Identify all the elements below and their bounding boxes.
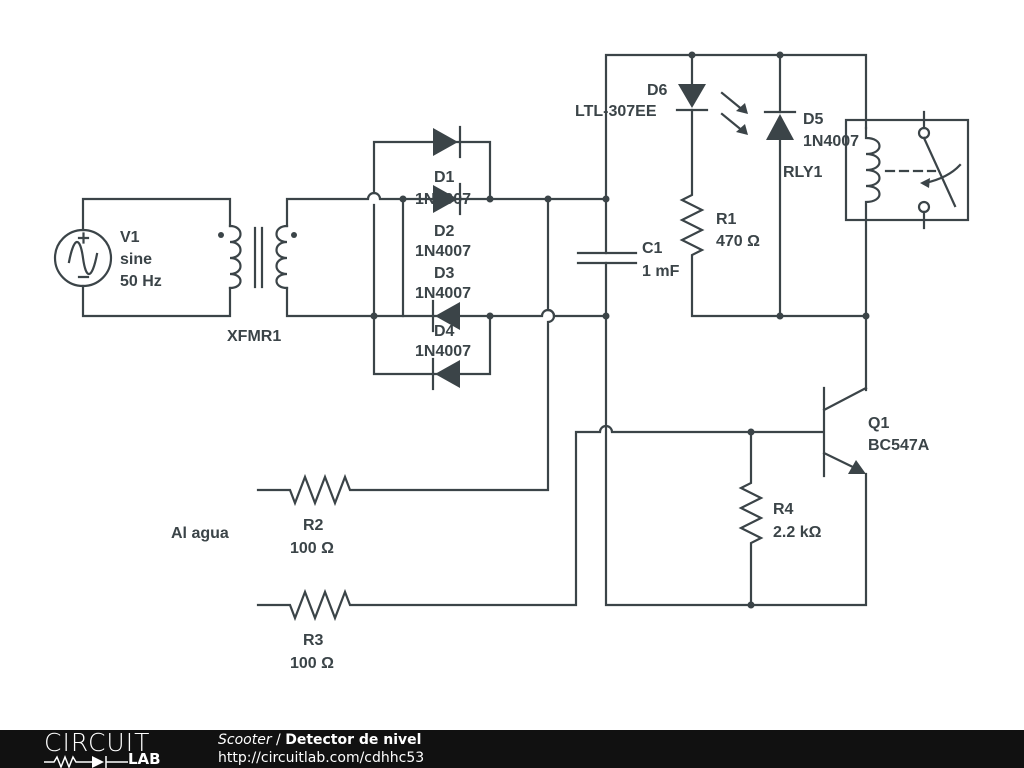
circuit-title[interactable]: Detector de nivel [285,732,422,748]
d5-label: D5 [803,111,824,128]
logo-lab-text: LAB [128,750,161,768]
d4-label: D4 [434,323,455,340]
r1-value: 470 Ω [716,233,760,250]
footer: CIRCUIT LAB Scooter / Detector de nivel … [0,730,1024,768]
d5-diode[interactable] [763,110,797,140]
v1-label: V1 [120,229,140,246]
d3-label: D3 [434,265,455,282]
d1-diode[interactable] [433,125,462,159]
wire-r2 [256,197,556,507]
d1-part: 1N4007 [415,191,471,208]
d4-diode[interactable] [431,299,460,333]
q1-label: Q1 [868,415,889,432]
wire-main-rail [604,53,868,607]
d3-part: 1N4007 [415,285,471,302]
v1-sine-source[interactable] [53,228,113,288]
rly1-label: RLY1 [783,164,823,181]
d6-label: D6 [647,82,668,99]
xfmr1-label: XFMR1 [227,328,281,345]
d6-led[interactable] [675,84,748,135]
r1-label: R1 [716,211,737,228]
q1-part: BC547A [868,437,930,454]
c1-capacitor[interactable] [576,251,638,265]
c1-value: 1 mF [642,263,680,280]
wire-r3 [256,424,753,622]
r4-value: 2.2 kΩ [773,524,822,541]
d2-part: 1N4007 [415,243,471,260]
d1-label: D1 [434,169,455,186]
junction-dots [370,51,870,609]
d3-diode[interactable] [431,357,460,391]
d5-part: 1N4007 [803,133,859,150]
r3-value: 100 Ω [290,655,334,672]
r1-resistor[interactable] [679,108,868,318]
d2-diode[interactable] [433,182,462,216]
r4-label: R4 [773,501,794,518]
c1-label: C1 [642,240,663,257]
al-agua-label: Al agua [171,525,229,542]
d6-part: LTL-307EE [575,103,657,120]
d2-label: D2 [434,223,455,240]
q1-transistor[interactable] [749,386,868,478]
r2-label: R2 [303,517,324,534]
credit: Scooter / Detector de nivel http://circu… [218,731,424,767]
wire-primary [81,197,232,318]
separator: / [271,732,286,748]
d4-part: 1N4007 [415,343,471,360]
r2-value: 100 Ω [290,540,334,557]
circuit-url[interactable]: http://circuitlab.com/cdhhc53 [218,750,425,766]
xfmr1-transformer[interactable] [218,224,297,290]
author[interactable]: Scooter [218,732,272,748]
r4-resistor[interactable] [738,430,764,607]
v1-type: sine [120,251,152,268]
v1-value: 50 Hz [120,273,162,290]
circuitlab-logo[interactable]: CIRCUIT [44,728,151,757]
rly1-relay[interactable] [844,110,970,392]
schematic: V1 sine 50 Hz XFMR1 D1 1N4007 D2 1N4007 … [53,51,970,672]
r3-label: R3 [303,632,324,649]
resistor-diode-logo-icon [44,754,128,768]
